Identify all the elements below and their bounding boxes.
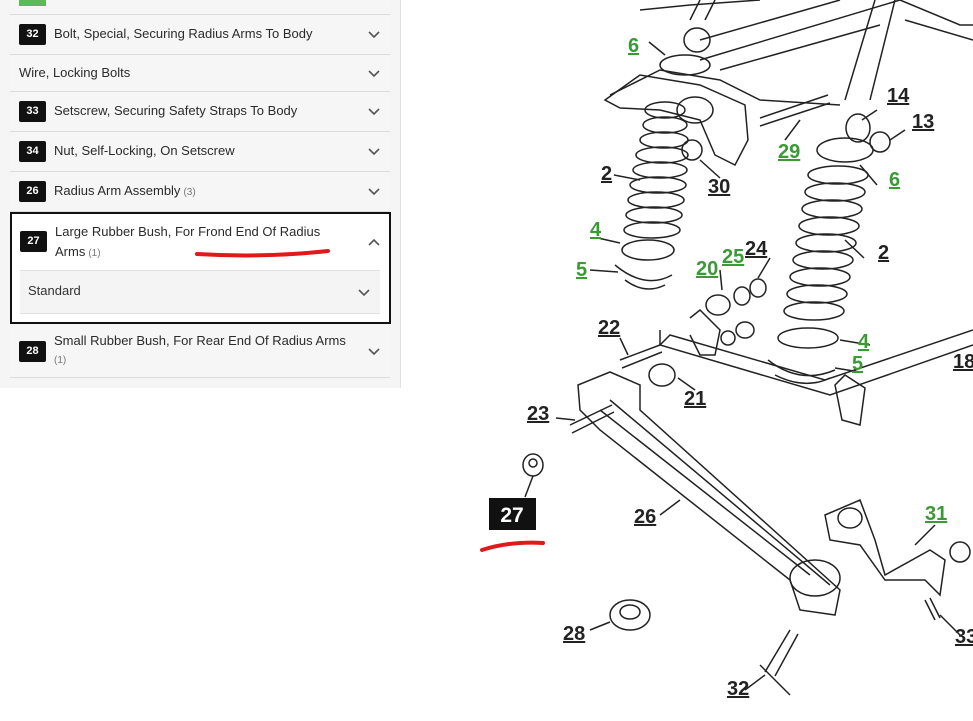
red-underline-annotation <box>480 540 545 552</box>
part-quantity: (1) <box>88 248 101 259</box>
chevron-down-icon[interactable] <box>366 344 382 360</box>
callout-4-left[interactable]: 4 <box>590 219 602 241</box>
bush-25 <box>733 286 751 306</box>
anti-roll-bar <box>659 329 973 396</box>
part-number-badge: 32 <box>19 24 46 45</box>
callout-6-top[interactable]: 6 <box>628 35 639 57</box>
part-number-badge: 34 <box>19 141 46 162</box>
upper-frame <box>609 0 973 106</box>
part-quantity: (1) <box>54 355 67 366</box>
chevron-up-icon[interactable] <box>366 234 382 250</box>
callout-32[interactable]: 32 <box>727 678 749 700</box>
bush-24 <box>749 278 767 298</box>
bush-13 <box>869 131 891 153</box>
chevron-down-icon[interactable] <box>356 285 372 301</box>
bush-14 <box>845 113 871 143</box>
callout-28[interactable]: 28 <box>563 623 585 645</box>
callout-5-right[interactable]: 5 <box>852 353 863 375</box>
mounting-plate <box>603 74 749 167</box>
shock-absorber-left <box>689 0 716 21</box>
parts-row-27-expanded[interactable]: 27 Large Rubber Bush, For Frond End Of R… <box>10 212 391 324</box>
callout-31[interactable]: 31 <box>925 503 947 525</box>
part-number-badge: 26 <box>19 181 46 202</box>
part-label: Setscrew, Securing Safety Straps To Body <box>54 103 298 118</box>
callout-22[interactable]: 22 <box>598 317 620 339</box>
bolt-32 <box>759 629 799 696</box>
spring-seat-5-left <box>614 264 673 290</box>
callout-26[interactable]: 26 <box>634 506 656 528</box>
red-underline-annotation <box>195 249 330 258</box>
washer-4-right <box>777 327 839 349</box>
setscrew-33 <box>924 597 941 621</box>
callout-30[interactable]: 30 <box>708 176 730 198</box>
callout-18[interactable]: 18 <box>953 351 973 373</box>
callout-4-right[interactable]: 4 <box>858 331 870 353</box>
part-label: Large Rubber Bush, For Frond End Of Radi… <box>55 224 321 259</box>
bush-top-left <box>683 27 711 53</box>
callout-6-right[interactable]: 6 <box>889 169 900 191</box>
callout-14[interactable]: 14 <box>887 85 910 107</box>
spring-right <box>783 165 869 321</box>
callout-21[interactable]: 21 <box>684 388 706 410</box>
callout-23[interactable]: 23 <box>527 403 549 425</box>
part-label: Radius Arm Assembly(3) <box>54 183 196 198</box>
part-label: Small Rubber Bush, For Rear End Of Radiu… <box>54 331 354 371</box>
callout-29[interactable]: 29 <box>778 141 800 163</box>
spring-left <box>623 101 689 239</box>
chevron-down-icon[interactable] <box>366 144 382 160</box>
callout-2-left[interactable]: 2 <box>601 163 612 185</box>
part-quantity: (3) <box>183 187 196 198</box>
bush-30 <box>681 139 703 161</box>
parts-row-34[interactable]: 34 Nut, Self-Locking, On Setscrew <box>10 132 390 172</box>
bush-28-part <box>609 599 651 631</box>
chevron-down-icon[interactable] <box>366 27 382 43</box>
bush-27-part <box>522 453 544 477</box>
callout-13[interactable]: 13 <box>912 111 934 133</box>
callout-27[interactable]: 27 <box>500 504 523 527</box>
parts-row-33[interactable]: 33 Setscrew, Securing Safety Straps To B… <box>10 92 390 132</box>
parts-list-panel: 32 Bolt, Special, Securing Radius Arms T… <box>0 0 401 388</box>
bolt-23 <box>569 404 615 434</box>
callout-25[interactable]: 25 <box>722 246 744 268</box>
callout-2-right[interactable]: 2 <box>878 242 889 264</box>
bolt-29 <box>759 94 831 127</box>
bush-mount <box>676 96 714 124</box>
callout-5-left[interactable]: 5 <box>576 259 587 281</box>
bush-20 <box>705 294 731 316</box>
callout-27-highlight-box <box>489 498 536 530</box>
radius-arm-26 <box>577 371 841 616</box>
washer-4-left <box>621 239 675 261</box>
chevron-down-icon[interactable] <box>366 184 382 200</box>
part-label: Wire, Locking Bolts <box>19 65 131 80</box>
shock-absorber-right <box>844 0 896 101</box>
callout-24[interactable]: 24 <box>745 238 768 260</box>
drop-link <box>689 308 721 356</box>
bush-21 <box>648 363 676 387</box>
option-standard[interactable]: Standard <box>20 270 380 314</box>
part-number-badge: 33 <box>19 101 46 122</box>
option-label: Standard <box>28 283 81 298</box>
suspension-exploded-diagram: 6 14 13 29 2 30 6 4 24 25 2 20 5 22 4 18… <box>480 0 973 700</box>
parts-row-partial[interactable] <box>10 0 390 15</box>
bolt-22 <box>619 344 663 369</box>
part-label: Nut, Self-Locking, On Setscrew <box>54 143 235 158</box>
callout-20[interactable]: 20 <box>696 258 718 280</box>
washer-top-left <box>659 54 711 76</box>
chevron-down-icon[interactable] <box>366 104 382 120</box>
parts-row-wire[interactable]: Wire, Locking Bolts <box>10 55 390 92</box>
part-label: Bolt, Special, Securing Radius Arms To B… <box>54 26 313 41</box>
bracket-31 <box>824 499 946 597</box>
parts-row-26[interactable]: 26 Radius Arm Assembly(3) <box>10 172 390 212</box>
anti-roll-bracket <box>834 374 866 426</box>
part-number-badge: 28 <box>19 341 46 362</box>
green-badge <box>19 0 46 6</box>
chevron-down-icon[interactable] <box>366 66 382 82</box>
part-number-badge: 27 <box>20 231 47 252</box>
callout-33[interactable]: 33 <box>955 626 973 648</box>
parts-row-32[interactable]: 32 Bolt, Special, Securing Radius Arms T… <box>10 15 390 55</box>
parts-row-28[interactable]: 28 Small Rubber Bush, For Rear End Of Ra… <box>10 326 390 378</box>
washer-6-right <box>816 137 874 163</box>
